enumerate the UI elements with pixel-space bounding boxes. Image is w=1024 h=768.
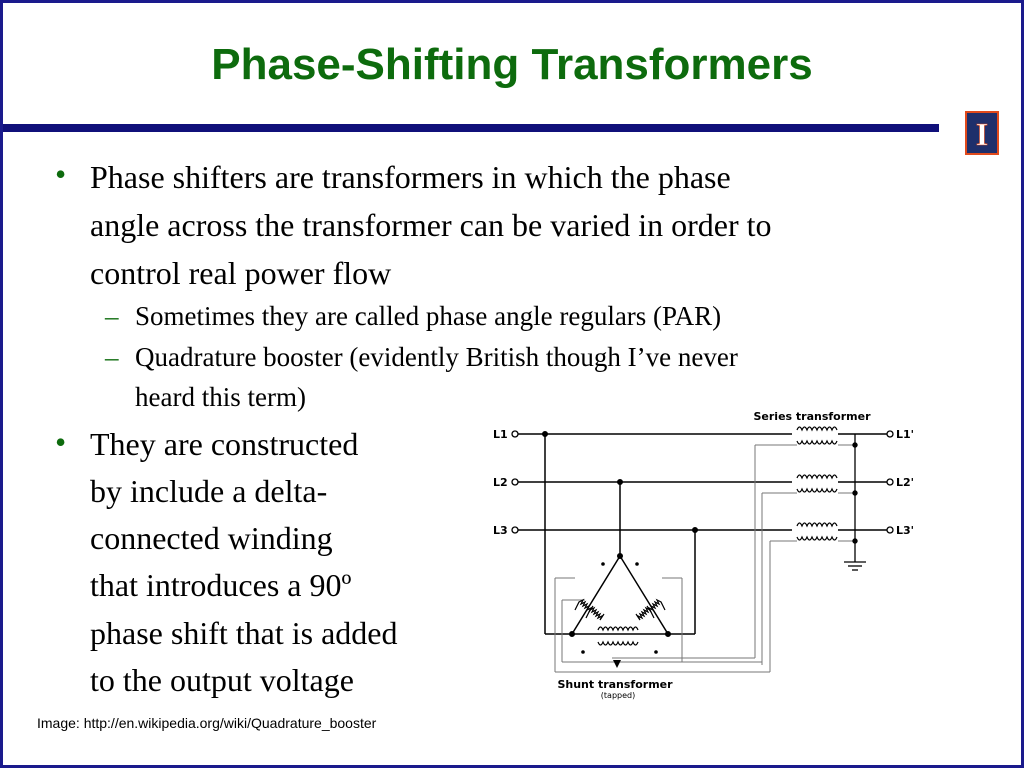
series-transformer-label: Series transformer xyxy=(753,410,871,423)
sub-bullet-2-line-2: heard this term) xyxy=(135,382,306,412)
slide-title: Phase-Shifting Transformers xyxy=(211,40,813,89)
bullet-marker: • xyxy=(55,156,67,192)
title-rule xyxy=(3,124,939,132)
output-label-l3: L3' xyxy=(896,524,914,537)
bullet-2-line-4: that introduces a 90º xyxy=(90,567,352,603)
output-label-l2: L2' xyxy=(896,476,914,489)
shunt-transformer-sublabel: (tapped) xyxy=(601,691,635,700)
output-label-l1: L1' xyxy=(896,428,914,441)
bullet-2-line-6: to the output voltage xyxy=(90,662,354,698)
quadrature-booster-diagram: Series transformer L1 L2 L3 L1' L2' L3' … xyxy=(493,410,914,700)
bullet-1-line-2: angle across the transformer can be vari… xyxy=(90,207,772,243)
input-label-l1: L1 xyxy=(493,428,508,441)
bullet-2-line-3: connected winding xyxy=(90,520,333,556)
bullet-2-line-2: by include a delta- xyxy=(90,473,328,509)
bullet-marker: • xyxy=(55,424,67,460)
sub-bullet-marker: – xyxy=(105,301,119,331)
bullet-2-line-5: phase shift that is added xyxy=(90,615,398,651)
bullet-2-line-1: They are constructed xyxy=(90,426,359,462)
university-logo: I xyxy=(965,111,999,155)
shunt-transformer-label: Shunt transformer xyxy=(557,678,673,691)
image-caption: Image: http://en.wikipedia.org/wiki/Quad… xyxy=(37,715,377,731)
sub-bullet-2-line-1: Quadrature booster (evidently British th… xyxy=(135,342,738,372)
sub-bullet-1-line-1: Sometimes they are called phase angle re… xyxy=(135,301,722,331)
input-label-l2: L2 xyxy=(493,476,508,489)
input-label-l3: L3 xyxy=(493,524,508,537)
sub-bullet-marker: – xyxy=(105,342,119,372)
bullet-1-line-1: Phase shifters are transformers in which… xyxy=(90,159,731,195)
logo-letter: I xyxy=(976,116,988,152)
bullet-1-line-3: control real power flow xyxy=(90,255,392,291)
